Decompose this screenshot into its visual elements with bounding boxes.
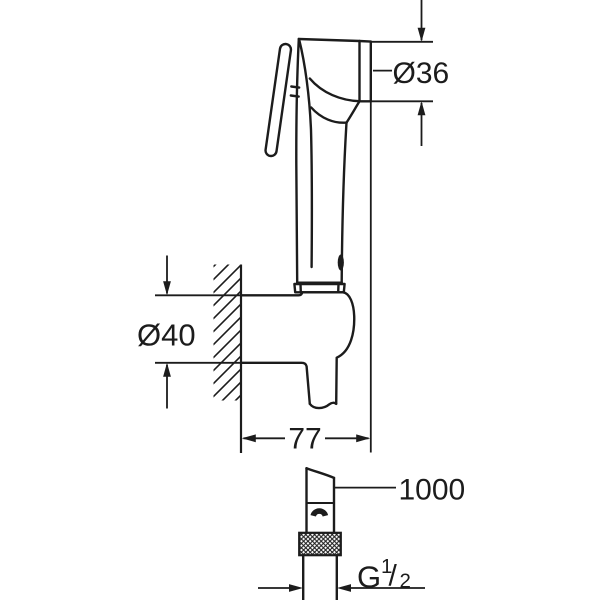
holder-top-edge xyxy=(239,291,304,297)
thread-arrow-right xyxy=(289,584,303,592)
handle-detent xyxy=(337,254,344,271)
dim40-arrow-up xyxy=(163,362,171,377)
head-handle-left-edge xyxy=(295,37,300,284)
neck-upper-curve xyxy=(308,77,361,103)
trigger-capsule xyxy=(264,42,293,158)
inlet-pipe xyxy=(302,554,338,600)
dim-hose-length: 1000 xyxy=(334,474,466,507)
knurled-nut xyxy=(298,531,342,557)
wall-hatching xyxy=(213,264,241,401)
dim36-arrow-down xyxy=(417,27,426,42)
dim77-arrow-right xyxy=(356,434,371,443)
product-outline xyxy=(213,37,372,600)
dim-holder-diameter-label: Ø40 xyxy=(137,318,196,353)
thread-arrow-left xyxy=(337,584,351,592)
hose-fitting-mark xyxy=(310,508,329,517)
dim-wall-to-face: 77 xyxy=(241,101,372,456)
head-inner-contour xyxy=(298,39,314,269)
shower-head xyxy=(295,37,372,284)
dim77-arrow-left xyxy=(241,434,256,443)
dim-holder-diameter: Ø40 xyxy=(137,255,241,409)
thread-label-denominator: 2 xyxy=(400,570,411,593)
hose-lower-segment xyxy=(298,467,342,600)
connector-nut-chamfers xyxy=(299,282,340,294)
dim-thread: G 1 / 2 xyxy=(258,555,425,595)
neck-lower-curve xyxy=(310,106,348,124)
wall-holder xyxy=(239,291,356,410)
thread-label-g: G xyxy=(357,560,381,595)
dim40-extension-lines xyxy=(155,294,241,364)
hose-break-upper xyxy=(308,401,338,410)
dim36-arrow-up xyxy=(417,101,426,116)
hose-sides xyxy=(305,467,336,534)
holder-bottom-edge xyxy=(239,361,311,405)
holder-end-cap xyxy=(335,291,356,405)
dim36-extension-lines xyxy=(370,40,433,103)
thread-label-numerator: 1 xyxy=(381,555,392,578)
wall-section xyxy=(213,264,243,453)
dim-head-diameter-label: Ø36 xyxy=(393,57,450,90)
dim-wall-to-face-label: 77 xyxy=(288,423,321,456)
thread-label-slash: / xyxy=(389,560,398,593)
dim40-arrow-down xyxy=(163,281,171,296)
trigger-lever xyxy=(264,42,301,158)
dim-hose-length-label: 1000 xyxy=(399,474,466,507)
dim-head-diameter: Ø36 xyxy=(370,0,450,146)
connector-nut xyxy=(293,282,346,294)
trigger-link xyxy=(289,85,301,98)
hose-break-lower xyxy=(305,467,336,480)
head-underside-curve xyxy=(345,100,361,124)
